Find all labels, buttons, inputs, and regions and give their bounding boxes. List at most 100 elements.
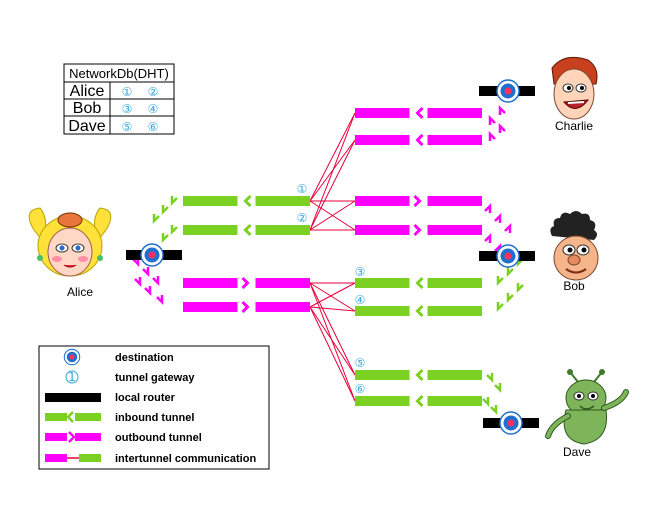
inbound-hop-arrow [516, 283, 524, 294]
outbound-tunnel-arrow [241, 300, 250, 314]
dave-destination-icon [499, 411, 523, 435]
netdb-gateway-ref: ② [148, 85, 159, 99]
legend-router-icon [45, 393, 101, 402]
outbound-hop-arrow [484, 202, 492, 213]
bob-destination-icon [496, 244, 520, 268]
outbound-hop-arrow [484, 232, 492, 243]
inbound-hop-arrow [506, 293, 514, 304]
outbound-tunnel-segment [427, 196, 482, 206]
tunnel-gateway-6: ⑥ [355, 382, 366, 396]
inbound-hop-arrow [496, 302, 504, 313]
inbound-hop-arrow [161, 205, 169, 216]
inbound-tunnel-arrow [415, 304, 424, 318]
legend-intertunnel-icon [45, 454, 101, 462]
outbound-tunnel-arrow [415, 106, 424, 120]
inbound-hop-arrow [506, 267, 514, 278]
tunnel-gateway-5: ⑤ [355, 356, 366, 370]
outbound-hop-arrow [152, 276, 160, 287]
outbound-hop-arrow [494, 212, 502, 223]
inbound-hop-arrow [486, 373, 494, 384]
outbound-hop-arrow [134, 277, 142, 288]
charlie-router [479, 79, 535, 103]
inbound-tunnel-segment [183, 196, 238, 206]
inbound-hop-arrow [161, 233, 169, 244]
inbound-hop-arrow [170, 225, 178, 236]
outbound-tunnel-arrow [415, 133, 424, 147]
outbound-tunnel-segment [255, 302, 310, 312]
outbound-hop-arrow [144, 286, 152, 297]
tunnel-gateway-1: ① [297, 182, 308, 196]
outbound-hop-arrow [498, 122, 506, 133]
inbound-tunnel-arrow [243, 194, 252, 208]
inbound-tunnel-arrow [415, 394, 424, 408]
netdb-row-name: Alice [70, 83, 105, 100]
netdb-row-name: Dave [68, 118, 105, 135]
inbound-tunnel-segment [427, 278, 482, 288]
legend-inbound-icon [45, 409, 101, 425]
netdb-row-name: Bob [73, 100, 102, 117]
outbound-hop-arrow [488, 114, 496, 125]
inbound-tunnel-segment [255, 196, 310, 206]
inbound-tunnel-segment [355, 396, 410, 406]
dave-router [483, 411, 539, 435]
inbound-hop-arrow [496, 276, 504, 287]
inbound-tunnel-segment [355, 278, 410, 288]
inbound-tunnel-segment [183, 225, 238, 235]
bob-label: Bob [563, 279, 585, 293]
gateway-labels: ① ② ③ ④ ⑤ ⑥ [297, 182, 366, 396]
outbound-tunnel-arrow [413, 194, 422, 208]
outbound-tunnel-segment [355, 225, 410, 235]
inbound-hop-arrow [482, 397, 490, 408]
netdb-table: NetworkDb(DHT) Alice Bob Dave ① ② ③ ④ ⑤ … [63, 63, 175, 135]
outbound-tunnel-segment [255, 278, 310, 288]
inbound-hop-arrow [494, 383, 502, 394]
tunnel-gateway-4: ④ [355, 293, 366, 307]
inbound-tunnel-segment [427, 306, 482, 316]
outbound-hop-arrow [498, 104, 506, 115]
alice-label: Alice [67, 285, 93, 299]
legend-outbound-label: outbound tunnel [115, 432, 202, 444]
charlie-destination-icon [496, 79, 520, 103]
outbound-hop-arrow [488, 130, 496, 141]
alice-router [126, 243, 182, 267]
netdb-title: NetworkDb(DHT) [69, 66, 169, 81]
outbound-hop-arrow [156, 295, 164, 306]
inbound-tunnel-arrow [243, 223, 252, 237]
inbound-tunnel-segment [427, 396, 482, 406]
legend-inbound-label: inbound tunnel [115, 412, 194, 424]
netdb-gateway-ref: ④ [148, 102, 159, 116]
legend-destination-label: destination [115, 352, 174, 364]
legend-gateway-label: tunnel gateway [115, 372, 195, 384]
legend-gateway-icon [65, 370, 79, 384]
netdb-gateway-ref: ⑥ [148, 120, 159, 134]
legend-router-label: local router [115, 392, 176, 404]
legend: destination 1 tunnel gateway local route… [38, 345, 270, 470]
outbound-tunnel-segment [427, 225, 482, 235]
alice-destination-icon [140, 243, 164, 267]
outbound-tunnel-arrow [413, 223, 422, 237]
outbound-tunnel-segment [355, 108, 410, 118]
outbound-tunnel-segment [183, 302, 238, 312]
tunnel-gateway-2: ② [297, 211, 308, 225]
inbound-tunnel-arrow [415, 368, 424, 382]
inbound-hop-arrow [490, 405, 498, 416]
charlie-label: Charlie [555, 119, 593, 133]
inbound-hop-arrow [152, 214, 160, 225]
tunnel-gateway-3: ③ [355, 265, 366, 279]
alice-avatar-icon [28, 207, 112, 277]
inbound-tunnel-segment [427, 370, 482, 380]
inbound-hop-arrow [170, 196, 178, 207]
charlie-avatar-icon [551, 56, 598, 120]
tunnels-layer [132, 104, 524, 416]
legend-destination-icon [63, 348, 81, 366]
inbound-tunnel-arrow [415, 276, 424, 290]
netdb-gateway-ref: ⑤ [122, 120, 133, 134]
intertunnel-links [309, 112, 356, 402]
legend-intertunnel-label: intertunnel communication [115, 453, 256, 465]
bob-avatar-icon [550, 211, 599, 281]
dave-avatar-icon [545, 369, 629, 445]
legend-outbound-icon [45, 429, 101, 445]
netdb-gateway-ref: ① [122, 85, 133, 99]
outbound-tunnel-segment [427, 108, 482, 118]
